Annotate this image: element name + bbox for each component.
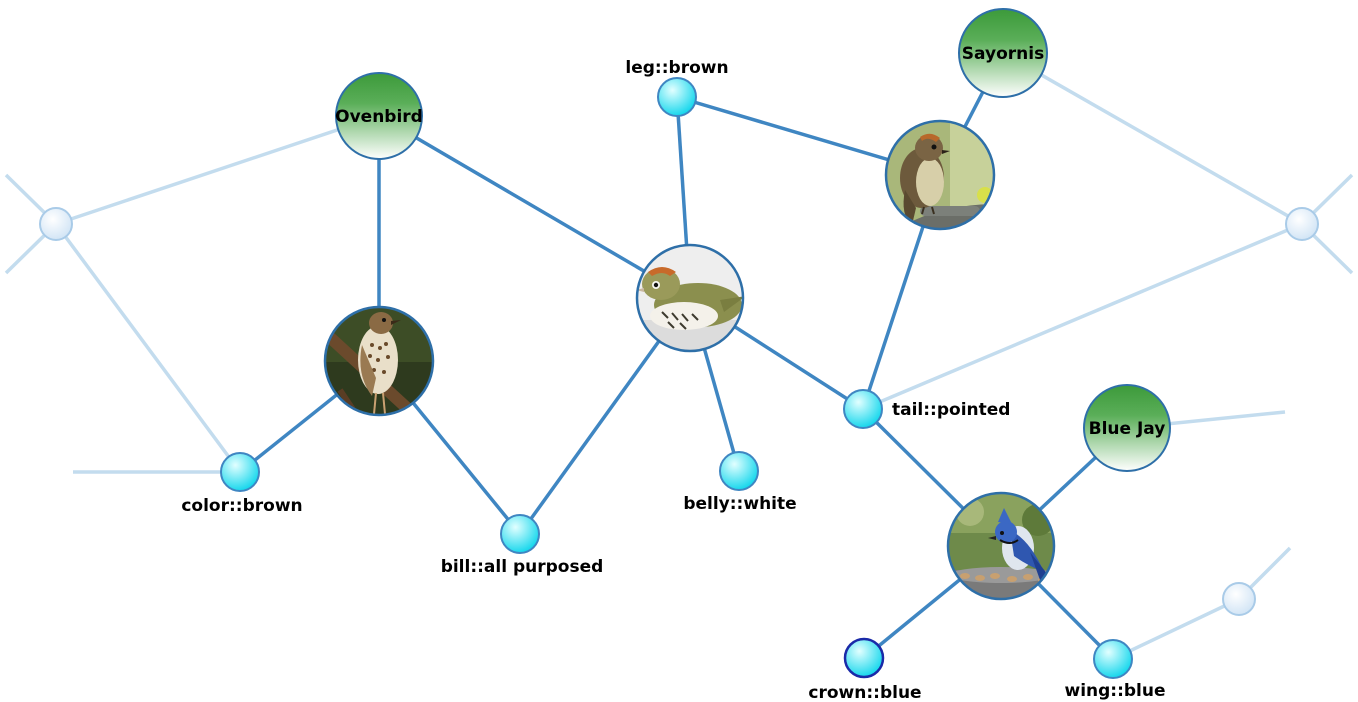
brown-speckled-bird-photo-icon xyxy=(325,307,433,415)
class-label-ovenbird: Ovenbird xyxy=(335,107,423,127)
image-node-sayornis[interactable] xyxy=(884,119,996,231)
faint-node-bottom-right xyxy=(1222,582,1256,616)
faint-node-right xyxy=(1285,207,1319,241)
class-label-sayornis: Sayornis xyxy=(962,44,1044,64)
attr-label-crown: crown::blue xyxy=(808,683,921,702)
attr-node-color[interactable]: color::brown xyxy=(181,452,303,516)
attr-label-color: color::brown xyxy=(181,496,302,516)
faint-node-left xyxy=(39,207,73,241)
image-node-thrush[interactable] xyxy=(320,302,438,420)
attr-label-bill: bill::all purposed xyxy=(441,557,604,577)
attr-label-leg: leg::brown xyxy=(625,58,728,78)
attr-node-leg[interactable]: leg::brown xyxy=(625,58,729,117)
class-node-ovenbird[interactable]: Ovenbird xyxy=(335,72,423,160)
image-node-bluejay[interactable] xyxy=(946,491,1056,601)
class-node-sayornis[interactable]: Sayornis xyxy=(958,8,1048,98)
attr-node-crown[interactable]: crown::blue xyxy=(808,637,922,702)
attr-node-wing[interactable]: wing::blue xyxy=(1064,639,1166,701)
attr-node-tail[interactable]: tail::pointed xyxy=(843,389,1010,429)
class-node-bluejay[interactable]: Blue Jay xyxy=(1083,384,1171,472)
attr-label-tail: tail::pointed xyxy=(892,400,1010,420)
attr-node-belly[interactable]: belly::white xyxy=(683,451,797,514)
class-label-bluejay: Blue Jay xyxy=(1089,419,1166,439)
attr-node-bill[interactable]: bill::all purposed xyxy=(441,514,604,577)
attr-label-belly: belly::white xyxy=(683,494,796,514)
image-node-ovenbird[interactable] xyxy=(635,243,746,353)
attr-label-wing: wing::blue xyxy=(1064,681,1165,701)
olive-striped-bird-photo-icon xyxy=(637,245,743,351)
edge-ovenbird-img_ovenbird xyxy=(378,114,691,300)
